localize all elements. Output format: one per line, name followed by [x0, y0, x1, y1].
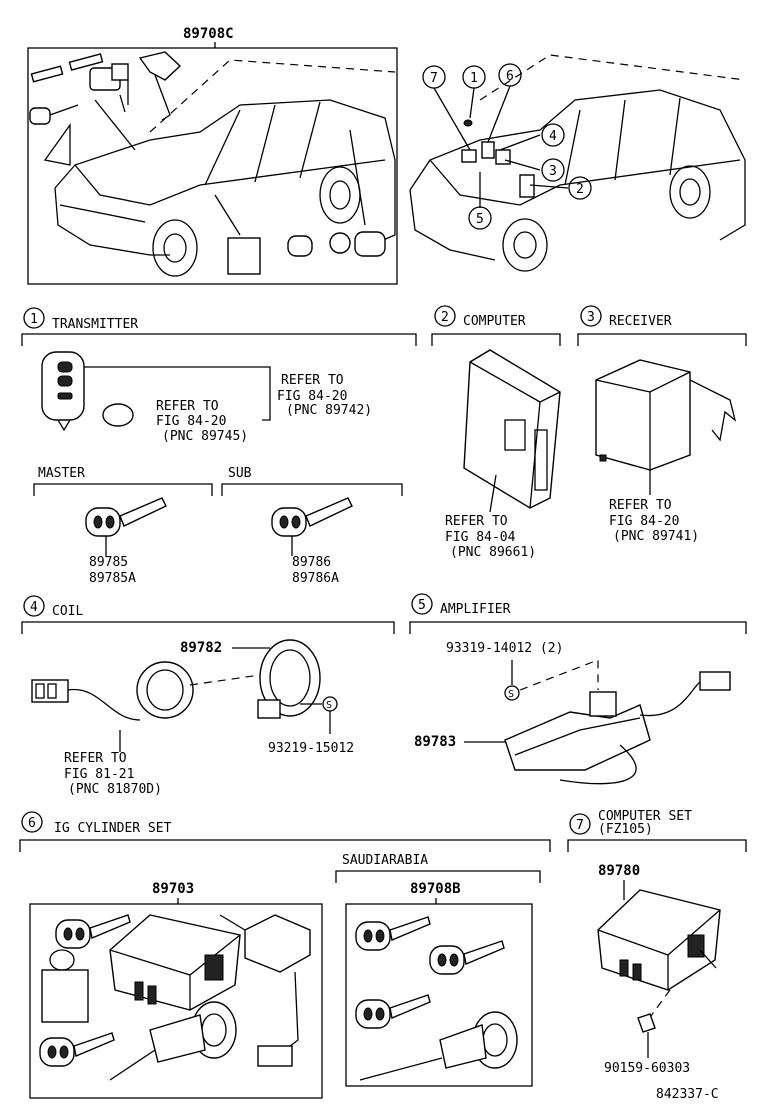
svg-text:(PNC 81870D): (PNC 81870D)	[68, 782, 162, 797]
coil-title: COIL	[52, 604, 83, 619]
master-label: MASTER	[38, 466, 85, 481]
svg-text:(PNC 89745): (PNC 89745)	[162, 429, 248, 444]
svg-text:FIG 84-20: FIG 84-20	[156, 414, 226, 429]
callout-6: 6	[506, 69, 514, 84]
callout-3: 3	[549, 164, 557, 179]
saudi-key-3-icon	[355, 999, 391, 1029]
computer-set-subtitle: (FZ105)	[598, 822, 653, 837]
sub-label: SUB	[228, 466, 252, 481]
section-receiver: 3 RECEIVER REFER TO FIG 84-20 (PNC 89741…	[577, 305, 747, 544]
svg-text:(PNC 89661): (PNC 89661)	[450, 545, 536, 560]
svg-text:FIG 84-04: FIG 84-04	[445, 530, 516, 545]
ig-cylinder-title: IG CYLINDER SET	[54, 821, 172, 836]
svg-text:REFER TO: REFER TO	[445, 514, 508, 529]
amplifier-screw-number: 93319-14012 (2)	[446, 641, 563, 656]
svg-text:4: 4	[30, 600, 38, 615]
vehicle-illustration-left	[29, 51, 396, 277]
saudi-part-number: 89708B	[410, 881, 461, 897]
callout-4: 4	[549, 129, 557, 144]
section-ig-cylinder: 6 IG CYLINDER SET 89703	[19, 811, 551, 1099]
callout-5: 5	[476, 212, 484, 227]
ig-switch-icon	[244, 914, 311, 973]
callout-7: 7	[430, 71, 438, 86]
coil-connector-icon	[31, 679, 69, 703]
section-amplifier: 5 AMPLIFIER 93319-14012 (2) S 89783	[409, 593, 747, 785]
ig-cylinder-part-number: 89703	[152, 881, 194, 897]
computer-set-part-number: 89780	[598, 863, 640, 879]
sub-key-icon	[271, 507, 307, 537]
saudi-box	[345, 903, 533, 1087]
computer-set-screw-number: 90159-60303	[604, 1061, 690, 1076]
amplifier-connector-icon	[699, 671, 731, 691]
saudi-key-2-icon	[429, 945, 465, 975]
svg-text:FIG 84-20: FIG 84-20	[277, 389, 347, 404]
svg-text:89786A: 89786A	[292, 571, 339, 586]
svg-text:(PNC 89742): (PNC 89742)	[286, 403, 372, 418]
svg-text:1: 1	[30, 312, 38, 327]
svg-text:6: 6	[28, 816, 36, 831]
svg-text:REFER TO: REFER TO	[64, 751, 127, 766]
svg-text:89786: 89786	[292, 555, 331, 570]
amplifier-title: AMPLIFIER	[440, 602, 511, 617]
ig-key-1-icon	[55, 919, 91, 949]
ig-key-2-icon	[39, 1037, 75, 1067]
ig-switch-connector-icon	[257, 1045, 293, 1067]
saudi-label: SAUDIARABIA	[342, 853, 428, 868]
section-coil: 4 COIL 89782 S 93219-15012 REFER TO FIG …	[21, 595, 395, 797]
overview-part-number: 89708C	[183, 26, 234, 42]
diagram-code: 842337-C	[656, 1087, 719, 1102]
section-computer: 2 COMPUTER REFER TO FIG 84-04 (PNC 89661…	[431, 305, 561, 560]
svg-text:2: 2	[441, 310, 449, 325]
svg-text:REFER TO: REFER TO	[281, 373, 344, 388]
coil-ring-left-icon	[136, 661, 194, 719]
section-transmitter: 1 TRANSMITTER REFER TO FIG 84-20 (PNC 89…	[21, 307, 417, 586]
svg-text:S: S	[326, 700, 332, 711]
amplifier-unit-icon	[504, 704, 651, 771]
ig-key-tag-icon	[41, 969, 89, 1023]
receiver-title: RECEIVER	[609, 314, 672, 329]
coil-part-number: 89782	[180, 640, 222, 656]
svg-text:89785: 89785	[89, 555, 128, 570]
computer-title: COMPUTER	[463, 314, 526, 329]
master-key-icon	[85, 507, 121, 537]
computer-set-title: COMPUTER SET	[598, 809, 692, 824]
amplifier-part-number: 89783	[414, 734, 456, 750]
coil-screw-number: 93219-15012	[268, 741, 354, 756]
battery-icon	[102, 403, 134, 427]
svg-text:REFER TO: REFER TO	[156, 399, 219, 414]
svg-text:S: S	[508, 689, 514, 700]
svg-text:5: 5	[418, 598, 426, 613]
vehicle-illustration-right	[409, 54, 746, 272]
receiver-unit-icon	[595, 359, 691, 471]
overview-callouts: 7 1 6 4 3 2 5	[422, 63, 592, 230]
callout-1: 1	[470, 71, 478, 86]
svg-text:89785A: 89785A	[89, 571, 136, 586]
overview-box	[27, 47, 398, 285]
transmitter-title: TRANSMITTER	[52, 317, 138, 332]
computer-unit-icon	[463, 349, 561, 509]
svg-text:3: 3	[587, 310, 595, 325]
saudi-key-1-icon	[355, 921, 391, 951]
callout-2: 2	[576, 182, 584, 197]
ig-cylinder-box	[29, 903, 323, 1099]
svg-text:(PNC 89741): (PNC 89741)	[613, 529, 699, 544]
section-saudi: SAUDIARABIA 89708B	[335, 853, 541, 1087]
svg-text:FIG 81-21: FIG 81-21	[64, 767, 134, 782]
svg-text:REFER TO: REFER TO	[609, 498, 672, 513]
section-computer-set: 7 COMPUTER SET (FZ105) 89780 90159-60303	[567, 809, 747, 1076]
computer-set-screw-icon	[637, 1013, 656, 1033]
svg-text:FIG 84-20: FIG 84-20	[609, 514, 679, 529]
svg-text:7: 7	[576, 818, 584, 833]
